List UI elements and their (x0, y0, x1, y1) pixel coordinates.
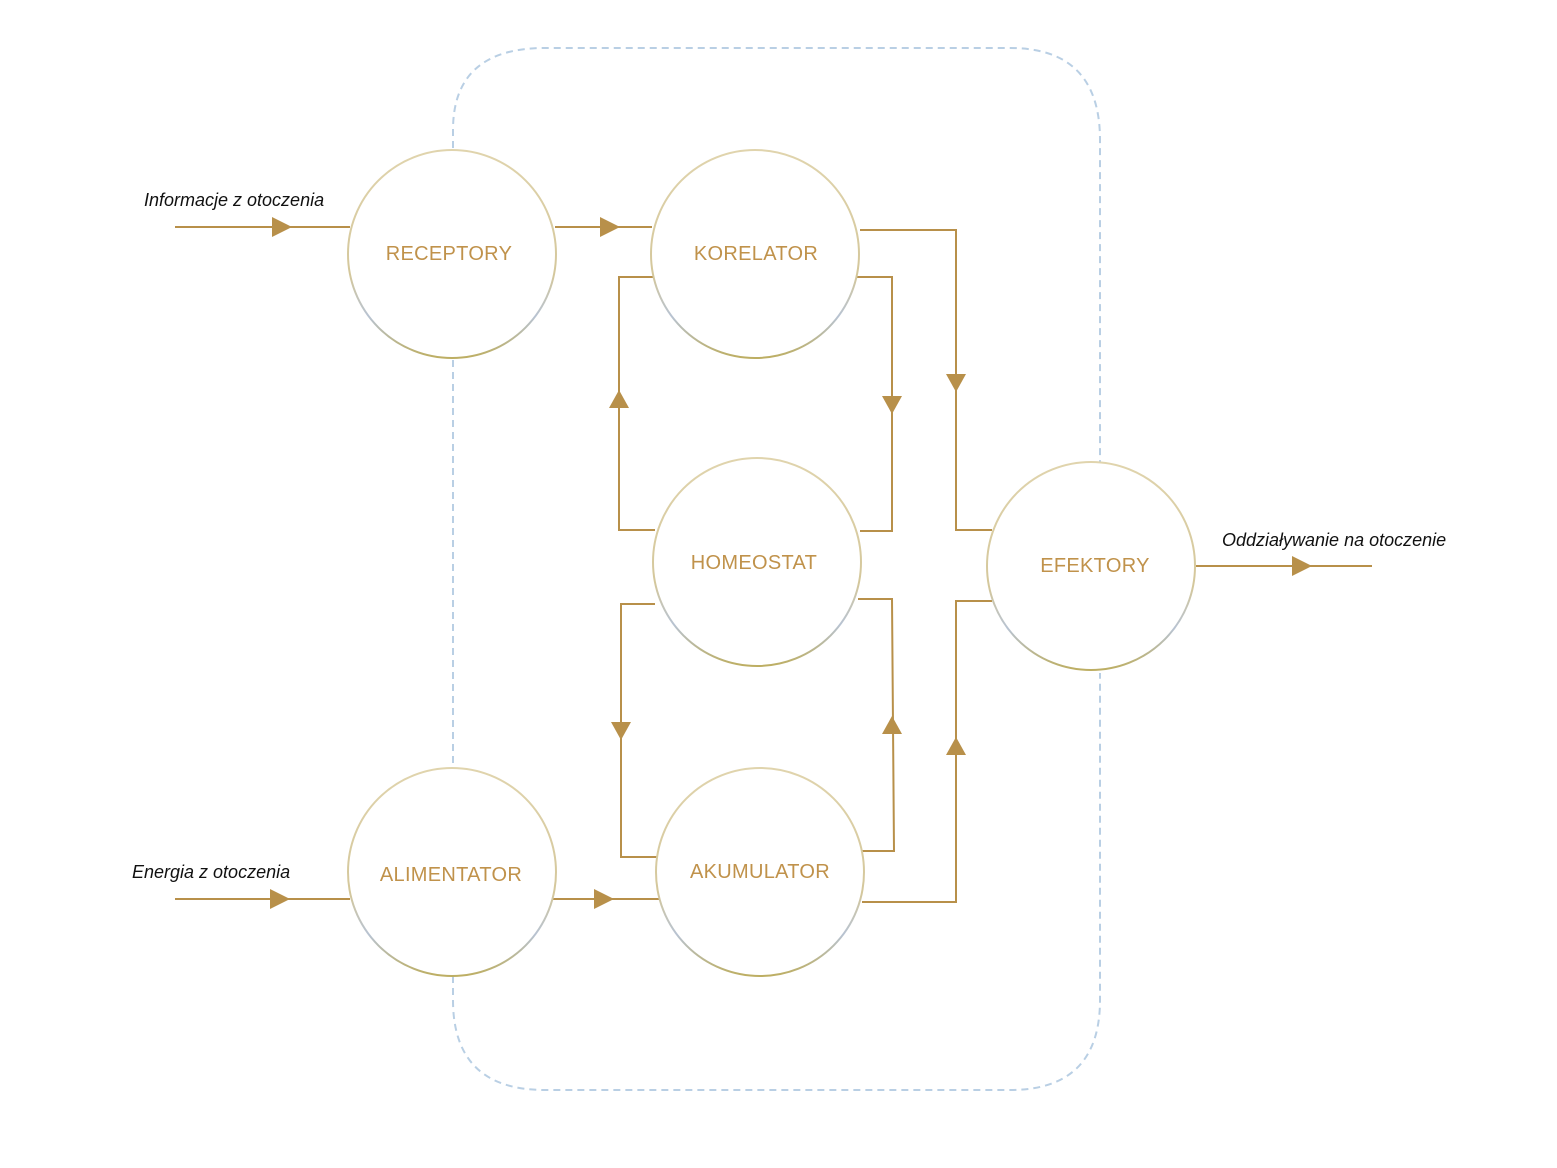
node-receptory: RECEPTORY (347, 149, 557, 359)
node-korelator: KORELATOR (650, 149, 860, 359)
node-label: ALIMENTATOR (380, 864, 522, 886)
arrow-up-icon (609, 390, 629, 408)
boundary-bottom (452, 673, 1101, 1091)
arrow-right-icon (594, 889, 614, 909)
node-label: AKUMULATOR (690, 861, 830, 883)
node-label: RECEPTORY (386, 243, 512, 265)
energy-input-label: Energia z otoczenia (132, 862, 290, 882)
arrow-down-icon (611, 722, 631, 740)
arrow-up-icon (882, 716, 902, 734)
node-efektory: EFEKTORY (986, 461, 1196, 671)
node-label: KORELATOR (694, 243, 818, 265)
output-label: Oddziaływanie na otoczenie (1222, 530, 1446, 550)
system-boundary (452, 47, 1101, 1091)
arrow-down-icon (882, 396, 902, 414)
akumulator-to-efektory-line (862, 600, 992, 903)
node-homeostat: HOMEOSTAT (652, 457, 862, 667)
arrow-right-icon (1292, 556, 1312, 576)
arrow-up-icon (946, 737, 966, 755)
node-label: HOMEOSTAT (691, 552, 817, 574)
arrow-right-icon (600, 217, 620, 237)
homeostat-to-akumulator-line (620, 603, 657, 858)
arrow-right-icon (270, 889, 290, 909)
node-label: EFEKTORY (1040, 555, 1149, 577)
node-akumulator: AKUMULATOR (655, 767, 865, 977)
korelator-to-efektory-line (860, 229, 992, 531)
arrowheads (270, 217, 1312, 909)
arrow-down-icon (946, 374, 966, 392)
arrow-right-icon (272, 217, 292, 237)
info-input-label: Informacje z otoczenia (144, 190, 324, 210)
node-alimentator: ALIMENTATOR (347, 767, 557, 977)
